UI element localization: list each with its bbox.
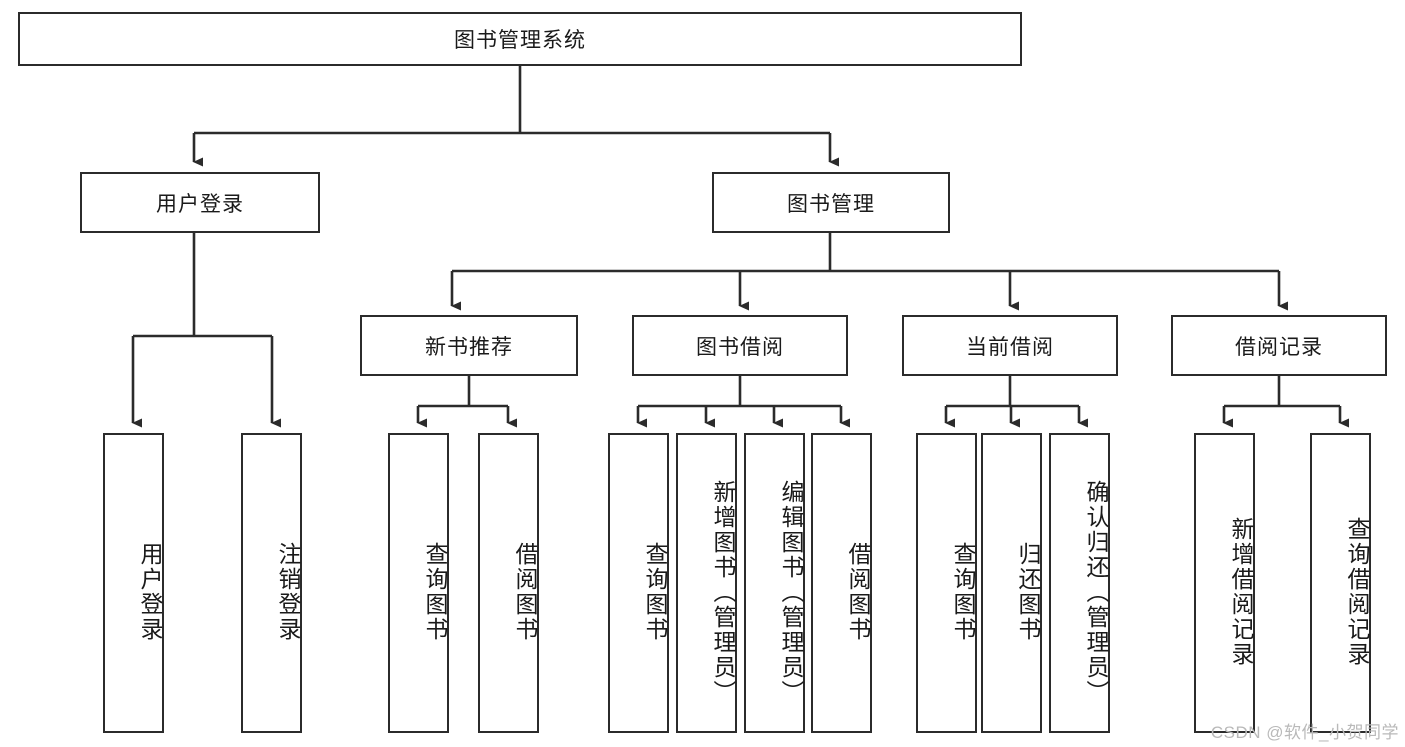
leaf-user-login-login[interactable]: 用户登录 bbox=[103, 433, 164, 733]
node-label: 新书推荐 bbox=[425, 335, 513, 359]
node-label: 用户登录 bbox=[156, 192, 244, 216]
node-label: 当前借阅 bbox=[966, 335, 1054, 359]
node-label: 编辑图书（管理员） bbox=[778, 479, 804, 705]
node-label: 用户登录 bbox=[137, 542, 163, 642]
node-root-book-management-system[interactable]: 图书管理系统 bbox=[18, 12, 1022, 66]
node-user-login[interactable]: 用户登录 bbox=[80, 172, 320, 233]
node-label: 归还图书 bbox=[1015, 542, 1041, 642]
leaf-book-borrow-borrow-book[interactable]: 借阅图书 bbox=[811, 433, 872, 733]
node-current-borrow[interactable]: 当前借阅 bbox=[902, 315, 1118, 376]
leaf-borrow-record-query-record[interactable]: 查询借阅记录 bbox=[1310, 433, 1371, 733]
node-borrow-record[interactable]: 借阅记录 bbox=[1171, 315, 1387, 376]
node-label: 图书管理系统 bbox=[454, 29, 586, 52]
node-label: 确认归还（管理员） bbox=[1083, 479, 1109, 705]
node-label: 查询借阅记录 bbox=[1344, 517, 1370, 667]
leaf-current-borrow-query-book[interactable]: 查询图书 bbox=[916, 433, 977, 733]
node-book-management[interactable]: 图书管理 bbox=[712, 172, 950, 233]
node-label: 查询图书 bbox=[642, 542, 668, 642]
node-new-book-recommend[interactable]: 新书推荐 bbox=[360, 315, 578, 376]
node-label: 新增图书（管理员） bbox=[710, 479, 736, 705]
node-label: 查询图书 bbox=[950, 542, 976, 642]
leaf-current-borrow-confirm-return-admin[interactable]: 确认归还（管理员） bbox=[1049, 433, 1110, 733]
node-label: 借阅图书 bbox=[512, 542, 538, 642]
leaf-user-login-logout[interactable]: 注销登录 bbox=[241, 433, 302, 733]
node-label: 注销登录 bbox=[275, 542, 301, 642]
leaf-book-borrow-add-book-admin[interactable]: 新增图书（管理员） bbox=[676, 433, 737, 733]
node-label: 借阅记录 bbox=[1235, 335, 1323, 359]
node-label: 图书管理 bbox=[787, 192, 875, 216]
leaf-book-borrow-edit-book-admin[interactable]: 编辑图书（管理员） bbox=[744, 433, 805, 733]
leaf-new-book-borrow-book[interactable]: 借阅图书 bbox=[478, 433, 539, 733]
leaf-new-book-query-book[interactable]: 查询图书 bbox=[388, 433, 449, 733]
leaf-borrow-record-add-record[interactable]: 新增借阅记录 bbox=[1194, 433, 1255, 733]
watermark-text: CSDN @软件_小贺同学 bbox=[1210, 723, 1399, 742]
node-book-borrow[interactable]: 图书借阅 bbox=[632, 315, 848, 376]
node-label: 图书借阅 bbox=[696, 335, 784, 359]
leaf-book-borrow-query-book[interactable]: 查询图书 bbox=[608, 433, 669, 733]
node-label: 借阅图书 bbox=[845, 542, 871, 642]
leaf-current-borrow-return-book[interactable]: 归还图书 bbox=[981, 433, 1042, 733]
node-label: 查询图书 bbox=[422, 542, 448, 642]
node-label: 新增借阅记录 bbox=[1228, 517, 1254, 667]
